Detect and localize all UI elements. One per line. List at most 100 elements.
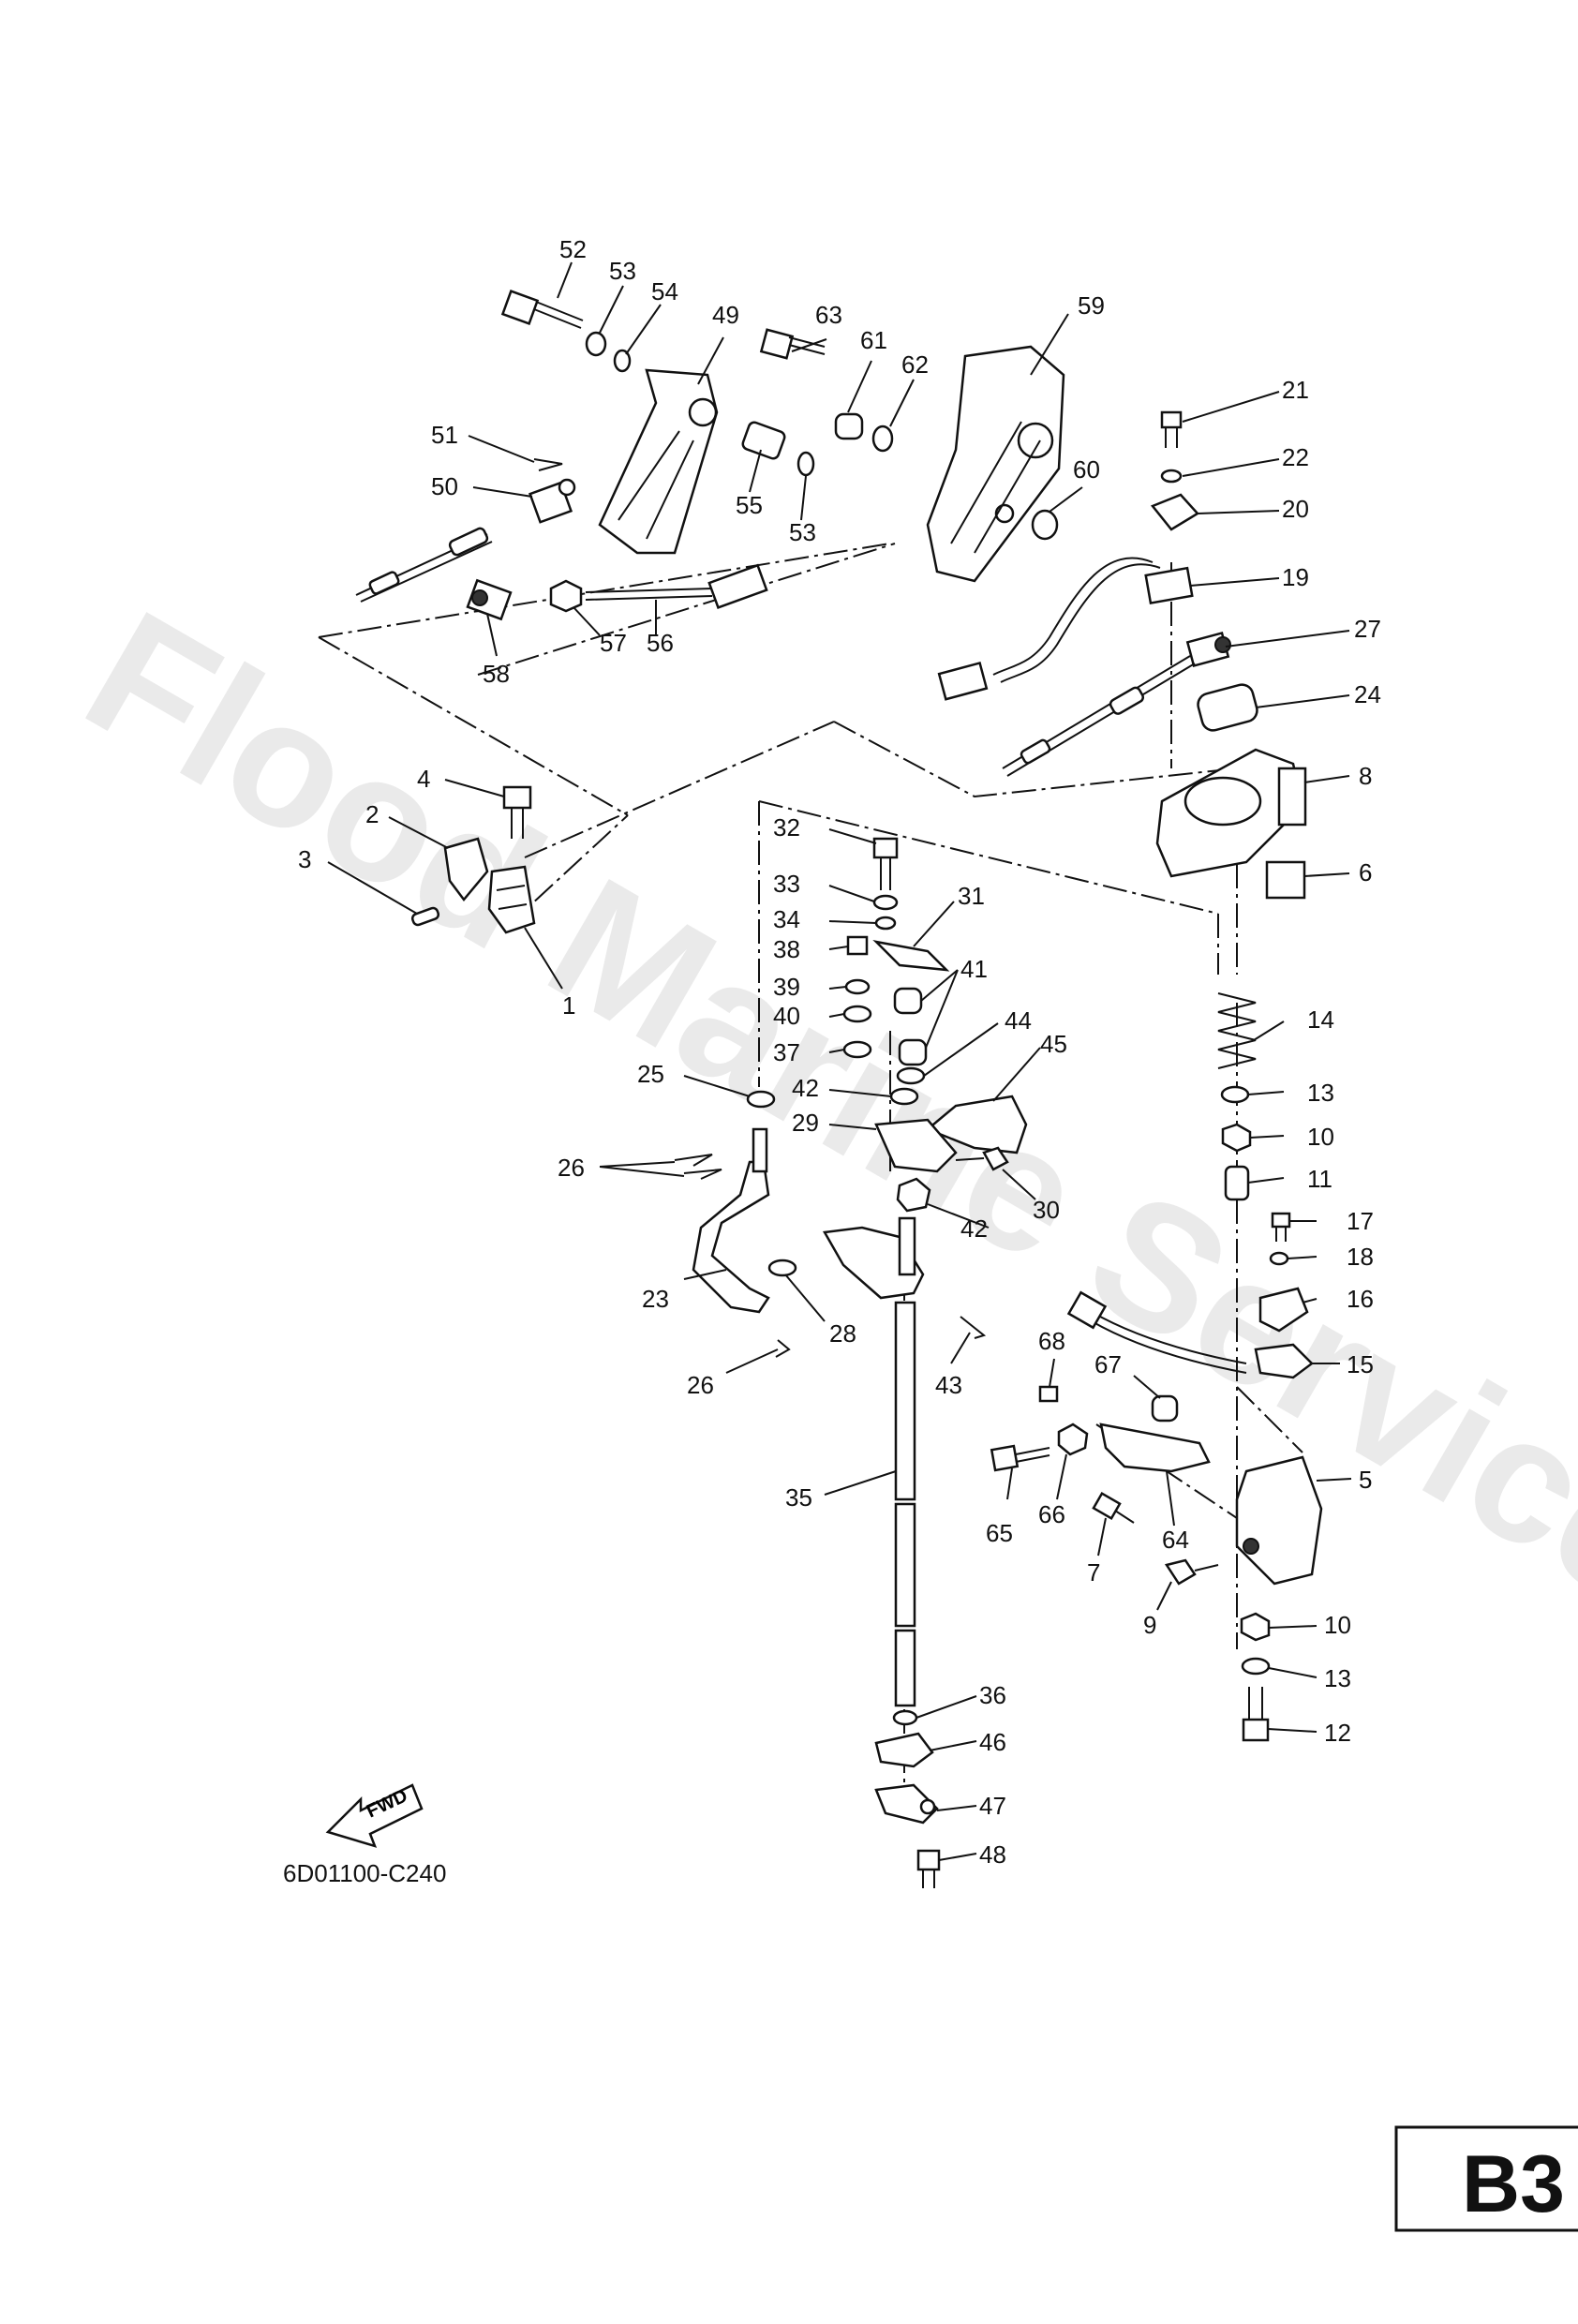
- callout: 58: [483, 660, 510, 688]
- callout: 52: [559, 235, 587, 263]
- callout: 18: [1347, 1243, 1374, 1271]
- part-10-nut: [1221, 1123, 1252, 1153]
- part-4-bolt: [502, 785, 532, 839]
- callout: 3: [298, 845, 311, 873]
- callout: 46: [979, 1728, 1006, 1756]
- callout: 8: [1359, 762, 1372, 790]
- part-68-bolt: [1038, 1385, 1059, 1403]
- callout: 40: [773, 1002, 800, 1030]
- callout: 6: [1359, 858, 1372, 886]
- part-53-washer-b: [796, 451, 815, 477]
- part-9-fitting: [1164, 1558, 1219, 1586]
- part-36-oring: [892, 1709, 918, 1726]
- part-49-bracket: [598, 368, 719, 555]
- callout: 44: [1005, 1006, 1032, 1035]
- throttle-cable-right: [1002, 655, 1196, 777]
- callout: 13: [1307, 1079, 1334, 1107]
- shift-cable-left: [355, 527, 493, 603]
- part-20-plate: [1150, 493, 1199, 531]
- part-59-bracket: [926, 345, 1065, 583]
- part-11-spacer: [1224, 1165, 1250, 1201]
- callout: 56: [647, 629, 674, 657]
- part-67-collar: [1151, 1394, 1179, 1423]
- callout: 53: [789, 518, 816, 546]
- part-53-washer: [585, 331, 607, 357]
- part-47-plate: [874, 1783, 939, 1825]
- callout: 13: [1324, 1664, 1351, 1692]
- callout: 28: [829, 1319, 856, 1348]
- callout: 39: [773, 973, 800, 1001]
- callout: 26: [558, 1154, 585, 1182]
- part-42-nut-b: [896, 1177, 931, 1213]
- part-28-washer: [767, 1259, 797, 1277]
- part-52-bolt: [500, 290, 584, 329]
- callout: 32: [773, 813, 800, 842]
- callout: 55: [736, 491, 763, 519]
- part-22-washer: [1160, 469, 1183, 484]
- part-24-holder: [1197, 683, 1258, 732]
- part-45-pad: [925, 1095, 1028, 1155]
- part-66-nut: [1057, 1423, 1089, 1456]
- callout: 43: [935, 1371, 962, 1399]
- callout: 64: [1162, 1526, 1189, 1554]
- part-32-bolt: [872, 837, 899, 890]
- part-61-bushing: [834, 412, 864, 440]
- callout: 54: [651, 277, 678, 305]
- part-58-joint: [466, 578, 513, 621]
- part-31-link: [872, 940, 950, 972]
- callout: 9: [1143, 1611, 1156, 1639]
- callout: 49: [712, 301, 739, 329]
- callout: 57: [600, 629, 627, 657]
- callout: 10: [1307, 1123, 1334, 1151]
- part-21-bolt: [1160, 410, 1183, 448]
- callout: 38: [773, 935, 800, 963]
- callout: 63: [815, 301, 842, 329]
- callout: 14: [1307, 1006, 1334, 1034]
- part-55-collar: [741, 421, 786, 460]
- callout: 21: [1282, 376, 1309, 404]
- callout: 30: [1033, 1196, 1060, 1224]
- callout: 42: [960, 1214, 988, 1243]
- callout: 42: [792, 1074, 819, 1102]
- part-41-bushing-b: [898, 1038, 928, 1066]
- part-64-bracket: [1099, 1423, 1211, 1473]
- part-44-washer: [896, 1066, 926, 1085]
- part-62-washer: [871, 425, 894, 453]
- part-3-pin: [410, 906, 440, 927]
- part-50-joint: [528, 478, 576, 524]
- callout: 34: [773, 905, 800, 933]
- part-27-joint: [1185, 631, 1231, 668]
- part-25-washer: [746, 1090, 776, 1109]
- part-13-washer-b: [1241, 1657, 1271, 1676]
- callout: 5: [1359, 1466, 1372, 1494]
- callout: 24: [1354, 680, 1381, 708]
- part-1-bracket: [487, 865, 536, 934]
- callout: 19: [1282, 563, 1309, 591]
- part-39-washer: [844, 978, 871, 995]
- part-26-pins: [674, 1154, 722, 1180]
- callout: 50: [431, 472, 458, 500]
- callout: 45: [1040, 1030, 1067, 1058]
- part-37-washer: [842, 1040, 872, 1059]
- callout: 65: [986, 1519, 1013, 1547]
- callout: 36: [979, 1681, 1006, 1709]
- part-23-lever-arm: [692, 1127, 770, 1314]
- part-51-pin: [533, 458, 563, 471]
- callout: 26: [687, 1371, 714, 1399]
- callout: 60: [1073, 455, 1100, 484]
- callout: 51: [431, 421, 458, 449]
- part-5-bracket: [1235, 1455, 1323, 1586]
- part-14-spring: [1217, 992, 1257, 1069]
- part-65-bolt: [990, 1444, 1050, 1472]
- callout: 12: [1324, 1719, 1351, 1747]
- part-63-bolt: [759, 328, 826, 360]
- callout: 61: [860, 326, 887, 354]
- callout: 7: [1087, 1558, 1100, 1587]
- part-41-bushing: [893, 987, 923, 1015]
- part-34-washer: [874, 916, 897, 931]
- callout: 31: [958, 882, 985, 910]
- part-35-shift-rod: [822, 1216, 925, 1707]
- part-30-bolt: [955, 1146, 1009, 1171]
- part-40-washer: [842, 1005, 872, 1023]
